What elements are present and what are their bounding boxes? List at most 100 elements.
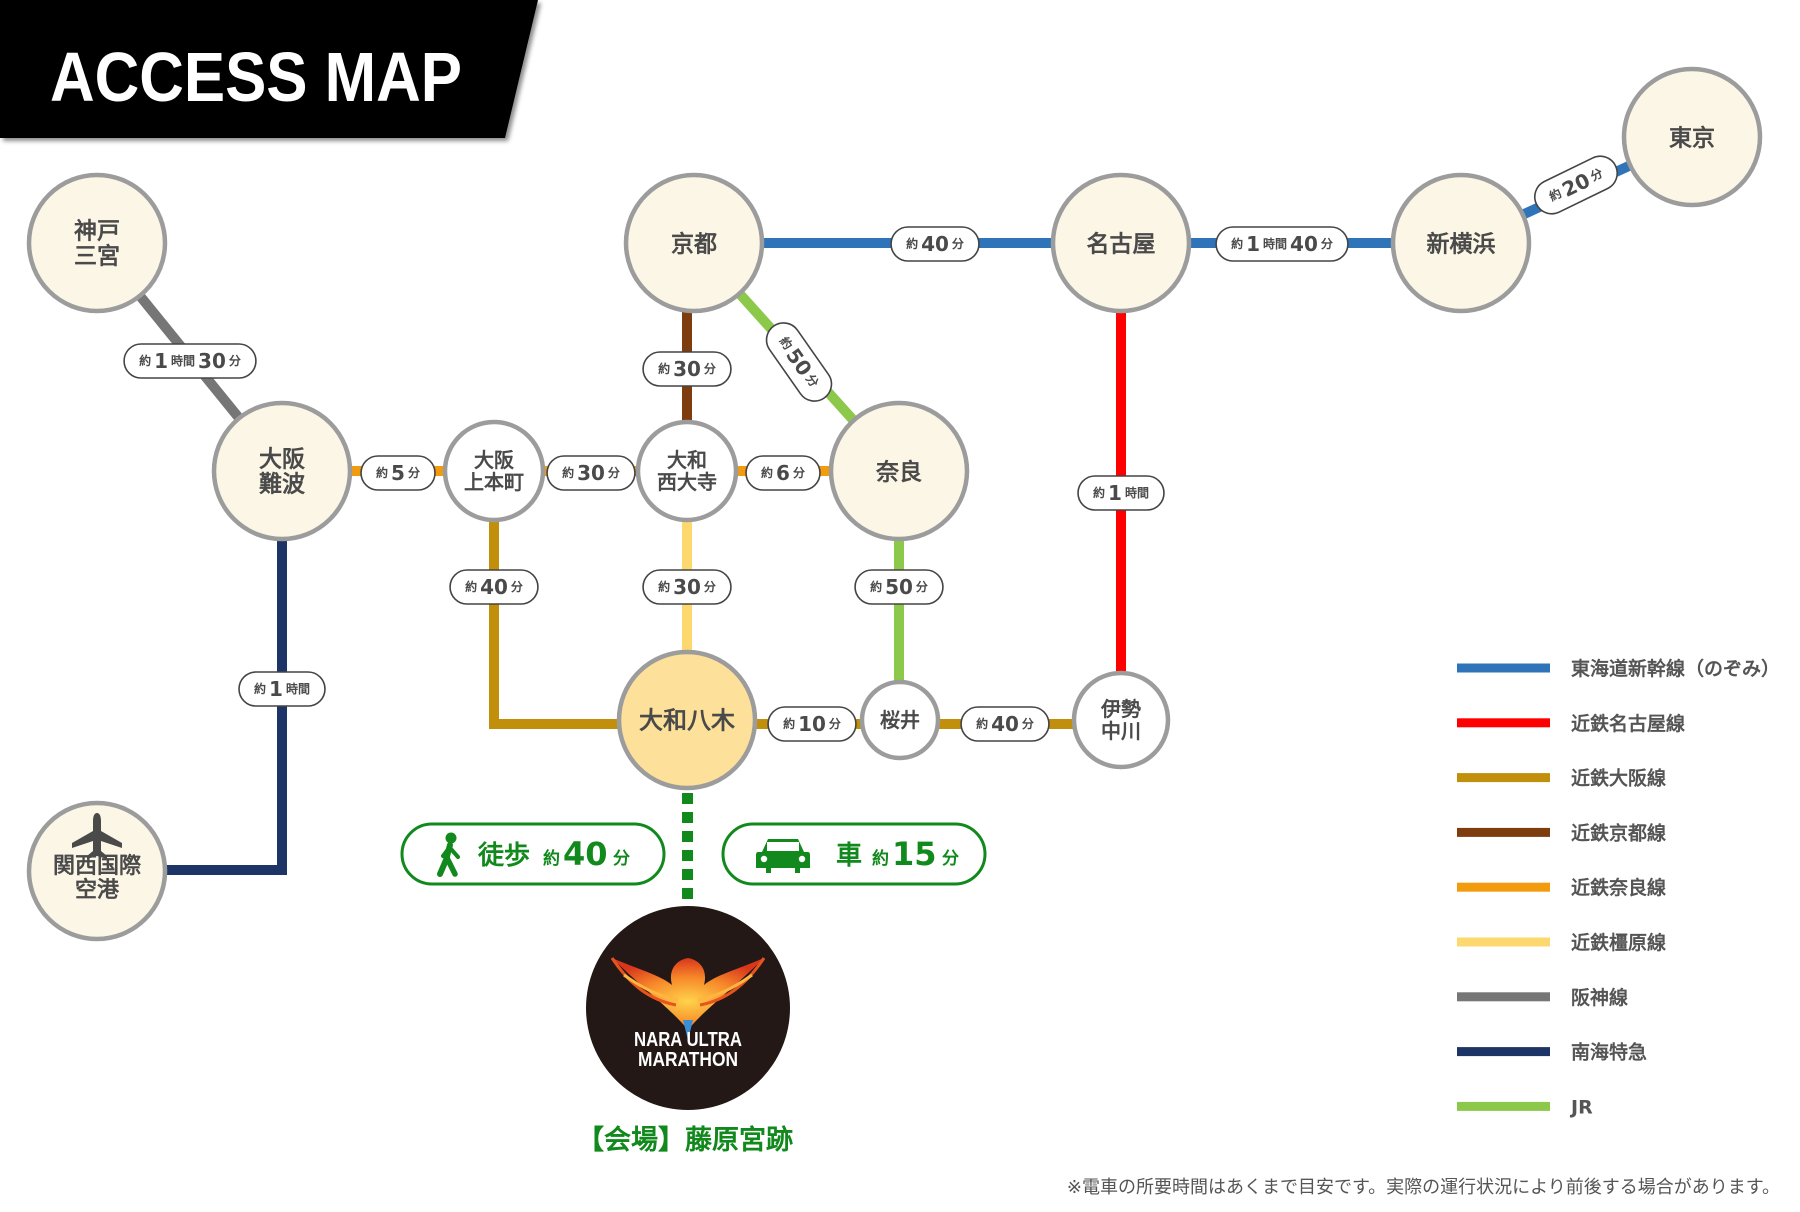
walk-minutes: 40	[563, 835, 608, 873]
station-circle	[1071, 670, 1171, 770]
venue-logo: NARA ULTRA MARATHON	[586, 906, 790, 1110]
station-name-line: 大阪	[474, 448, 515, 472]
walk-path-dot	[682, 831, 693, 842]
walk-path-dot	[682, 812, 693, 823]
travel-time-pill: 約20分	[1533, 155, 1619, 215]
station-tokyo: 東京	[1621, 66, 1763, 208]
walk-path-dot	[682, 793, 693, 804]
pill-num: 5	[391, 461, 405, 485]
station-circle	[26, 800, 168, 942]
pill-border	[765, 322, 833, 402]
legend-label: JR	[1569, 1096, 1593, 1118]
pill-unit2: 分	[1321, 236, 1333, 251]
station-name-line: 上本町	[464, 470, 524, 494]
station-name-line: 奈良	[875, 458, 922, 485]
pill-border	[1533, 155, 1619, 215]
walk-path	[682, 793, 693, 899]
pill-num: 50	[885, 575, 913, 599]
legend-label: 東海道新幹線（のぞみ）	[1571, 657, 1780, 680]
legend-swatch	[1457, 718, 1550, 728]
venue-label: 【会場】藤原宮跡	[577, 1124, 793, 1156]
walk-access-pill: 徒歩 約 40 分	[400, 822, 666, 886]
station-name-line: 空港	[75, 877, 120, 903]
pill-prefix: 約	[1093, 485, 1105, 500]
walk-path-dot	[682, 888, 693, 899]
station-name-line: 大和	[667, 448, 707, 472]
station-circle	[1621, 66, 1763, 208]
pill-unit: 分	[704, 579, 716, 594]
station-shinyokohama: 新横浜	[1390, 172, 1532, 314]
legend-swatch	[1457, 827, 1550, 837]
pill-num: 1	[269, 677, 283, 701]
pill-unit: 時間	[1125, 485, 1149, 500]
legend-swatch	[1457, 663, 1550, 673]
airplane-icon	[72, 813, 122, 859]
legend-item-tokaido: 東海道新幹線（のぞみ）	[1457, 657, 1780, 680]
station-circle	[1050, 172, 1192, 314]
pill-prefix: 約	[906, 236, 918, 251]
pill-unit: 分	[793, 465, 805, 480]
pill-num: 1	[1108, 481, 1122, 505]
station-sakurai: 桜井	[859, 679, 941, 761]
walk-path-dot	[682, 869, 693, 880]
station-circle	[616, 649, 758, 791]
pill-prefix: 約	[658, 579, 670, 594]
pill-border	[546, 455, 636, 491]
walk-pill-border	[400, 822, 666, 886]
pill-num: 6	[776, 461, 790, 485]
station-name-line: 中川	[1101, 719, 1141, 743]
logo-text-line1: NARA ULTRA	[634, 1029, 742, 1051]
pill-prefix: 約	[870, 579, 882, 594]
pill-prefix: 約	[376, 465, 388, 480]
logo-text-line2: MARATHON	[638, 1049, 738, 1071]
pill-num2: 40	[1290, 232, 1318, 256]
header-background	[0, 0, 538, 138]
legend-label: 近鉄奈良線	[1571, 876, 1666, 899]
pill-border	[449, 569, 539, 605]
legend-label: 近鉄橿原線	[1571, 931, 1666, 954]
pill-border	[745, 455, 821, 491]
pill-border	[1215, 226, 1349, 262]
legend-swatch	[1457, 1047, 1550, 1057]
pill-unit: 分	[608, 465, 620, 480]
station-name-line: 名古屋	[1087, 230, 1156, 257]
legend-label: 近鉄大阪線	[1571, 767, 1666, 790]
pill-prefix: 約	[562, 465, 574, 480]
station-name-line: 伊勢	[1100, 697, 1141, 721]
car-label: 車	[836, 841, 862, 871]
car-unit: 分	[942, 849, 959, 869]
walk-label: 徒歩	[477, 841, 530, 871]
pill-border	[642, 351, 732, 387]
legend-label: 近鉄名古屋線	[1571, 712, 1685, 735]
pill-unit: 分	[1588, 165, 1605, 184]
pill-border	[960, 706, 1050, 742]
pill-border	[360, 455, 436, 491]
car-prefix: 約	[872, 848, 889, 869]
pill-num: 1	[1246, 232, 1260, 256]
station-name-line: 大阪	[259, 447, 305, 473]
pill-unit: 時間	[1263, 236, 1287, 251]
station-name-line: 大和八木	[639, 707, 736, 735]
pill-prefix: 約	[783, 716, 795, 731]
legend-item-kintetsu_nagoya: 近鉄名古屋線	[1457, 712, 1685, 735]
pill-num: 10	[798, 712, 826, 736]
